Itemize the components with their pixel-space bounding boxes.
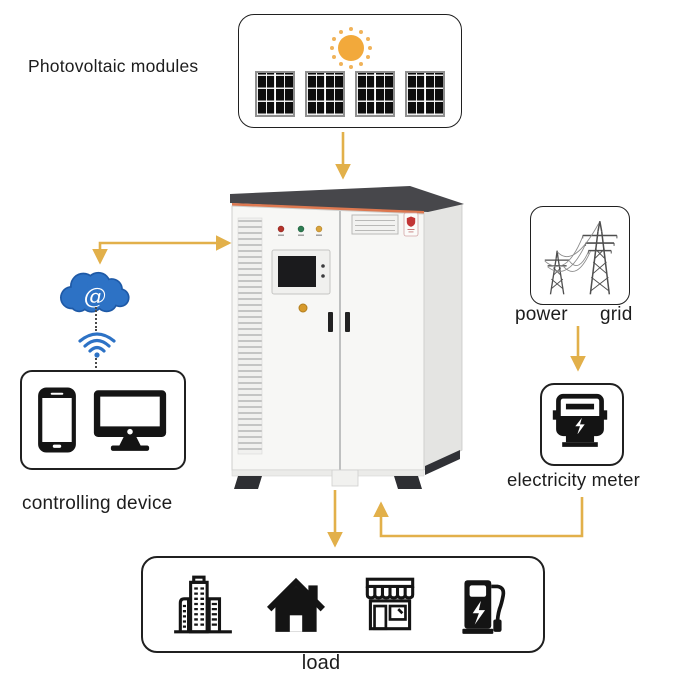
- storefront-icon: [365, 577, 414, 630]
- cloud-icon: @: [60, 271, 130, 313]
- solar-panel-icon: [305, 71, 345, 117]
- wifi-device-dotted-link: [95, 354, 97, 368]
- door-handle-right: [345, 312, 350, 332]
- arrow-meter-to-cabinet: [373, 497, 584, 538]
- photovoltaic-modules-label: Photovoltaic modules: [28, 56, 199, 76]
- indicator-lights: [277, 225, 323, 236]
- cabinet-vent-grille: [237, 217, 263, 455]
- power-grid-label-right: grid: [600, 304, 633, 325]
- arrow-cloud-to-cabinet: [92, 235, 232, 265]
- storage-cabinet: [230, 186, 464, 489]
- power-grid-label-left: power: [515, 304, 568, 325]
- solar-panel-array: [255, 71, 445, 117]
- electric-meter-icon: [552, 393, 608, 447]
- power-grid-box: [530, 206, 630, 305]
- cabinet-foot: [394, 476, 422, 489]
- transmission-towers-icon: [544, 221, 618, 295]
- brand-badge: [403, 212, 419, 237]
- at-symbol: @: [84, 284, 107, 310]
- cabinet-support: [331, 469, 359, 487]
- ev-charger-icon: [462, 579, 505, 634]
- door-handle-left: [328, 312, 333, 332]
- load-label: load: [301, 652, 341, 674]
- solar-panel-icon: [255, 71, 295, 117]
- electricity-meter-box: [540, 383, 624, 466]
- wifi-icon: [78, 332, 116, 358]
- cloud-wifi-dotted-link: [95, 307, 97, 331]
- controlling-device-label: controlling device: [22, 493, 173, 514]
- controlling-device-box: [20, 370, 186, 470]
- emergency-button: [298, 303, 308, 313]
- cabinet-foot: [234, 476, 262, 489]
- sun-icon: [330, 27, 372, 69]
- smartphone-icon: [38, 387, 76, 453]
- desktop-computer-icon: [93, 390, 167, 451]
- control-display: [271, 249, 331, 295]
- solar-panel-icon: [405, 71, 445, 117]
- load-box: [141, 556, 545, 653]
- house-icon: [267, 577, 326, 632]
- solar-panel-icon: [355, 71, 395, 117]
- electricity-meter-label: electricity meter: [507, 469, 640, 490]
- cabinet-top-vent: [351, 214, 399, 235]
- office-buildings-icon: [174, 575, 233, 633]
